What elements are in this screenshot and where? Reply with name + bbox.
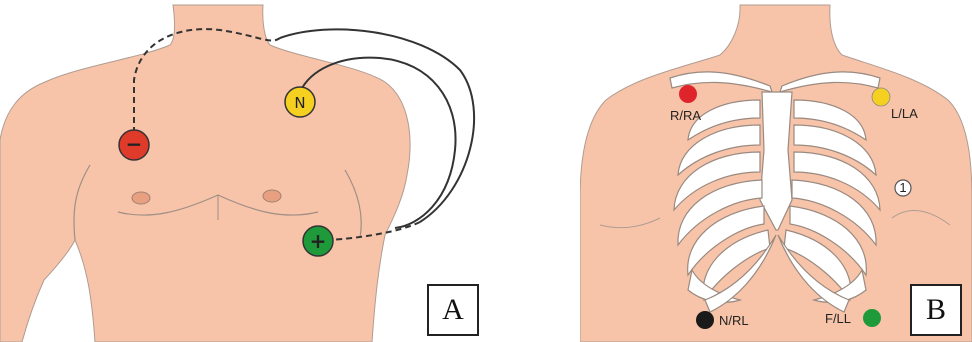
electrode-negative: − — [119, 130, 149, 160]
panel-a: − N + A — [0, 0, 480, 342]
electrode-neutral-sign: N — [294, 94, 305, 112]
panel-b: 1 R/RA L/LA N/RL F/LL B — [580, 0, 972, 342]
position-marker-1-text: 1 — [899, 180, 906, 195]
nipple-left — [132, 192, 150, 204]
panel-label-a: A — [427, 284, 479, 336]
electrode-positive-sign: + — [310, 229, 327, 253]
electrode-negative-sign: − — [126, 132, 143, 156]
electrode-ll-label: F/LL — [825, 311, 851, 326]
torso-a — [0, 5, 410, 342]
electrode-rl: N/RL — [696, 311, 749, 329]
panel-label-b: B — [910, 284, 962, 336]
position-marker-1: 1 — [895, 180, 911, 196]
electrode-la-label: L/LA — [891, 106, 918, 121]
electrode-neutral: N — [285, 87, 315, 117]
torso-diagram-a: − N + — [0, 0, 480, 342]
electrode-ra-label: R/RA — [670, 108, 701, 123]
electrode-rl-label: N/RL — [719, 313, 749, 328]
electrode-positive: + — [303, 226, 333, 256]
nipple-right — [263, 190, 281, 202]
sternum — [760, 92, 792, 230]
